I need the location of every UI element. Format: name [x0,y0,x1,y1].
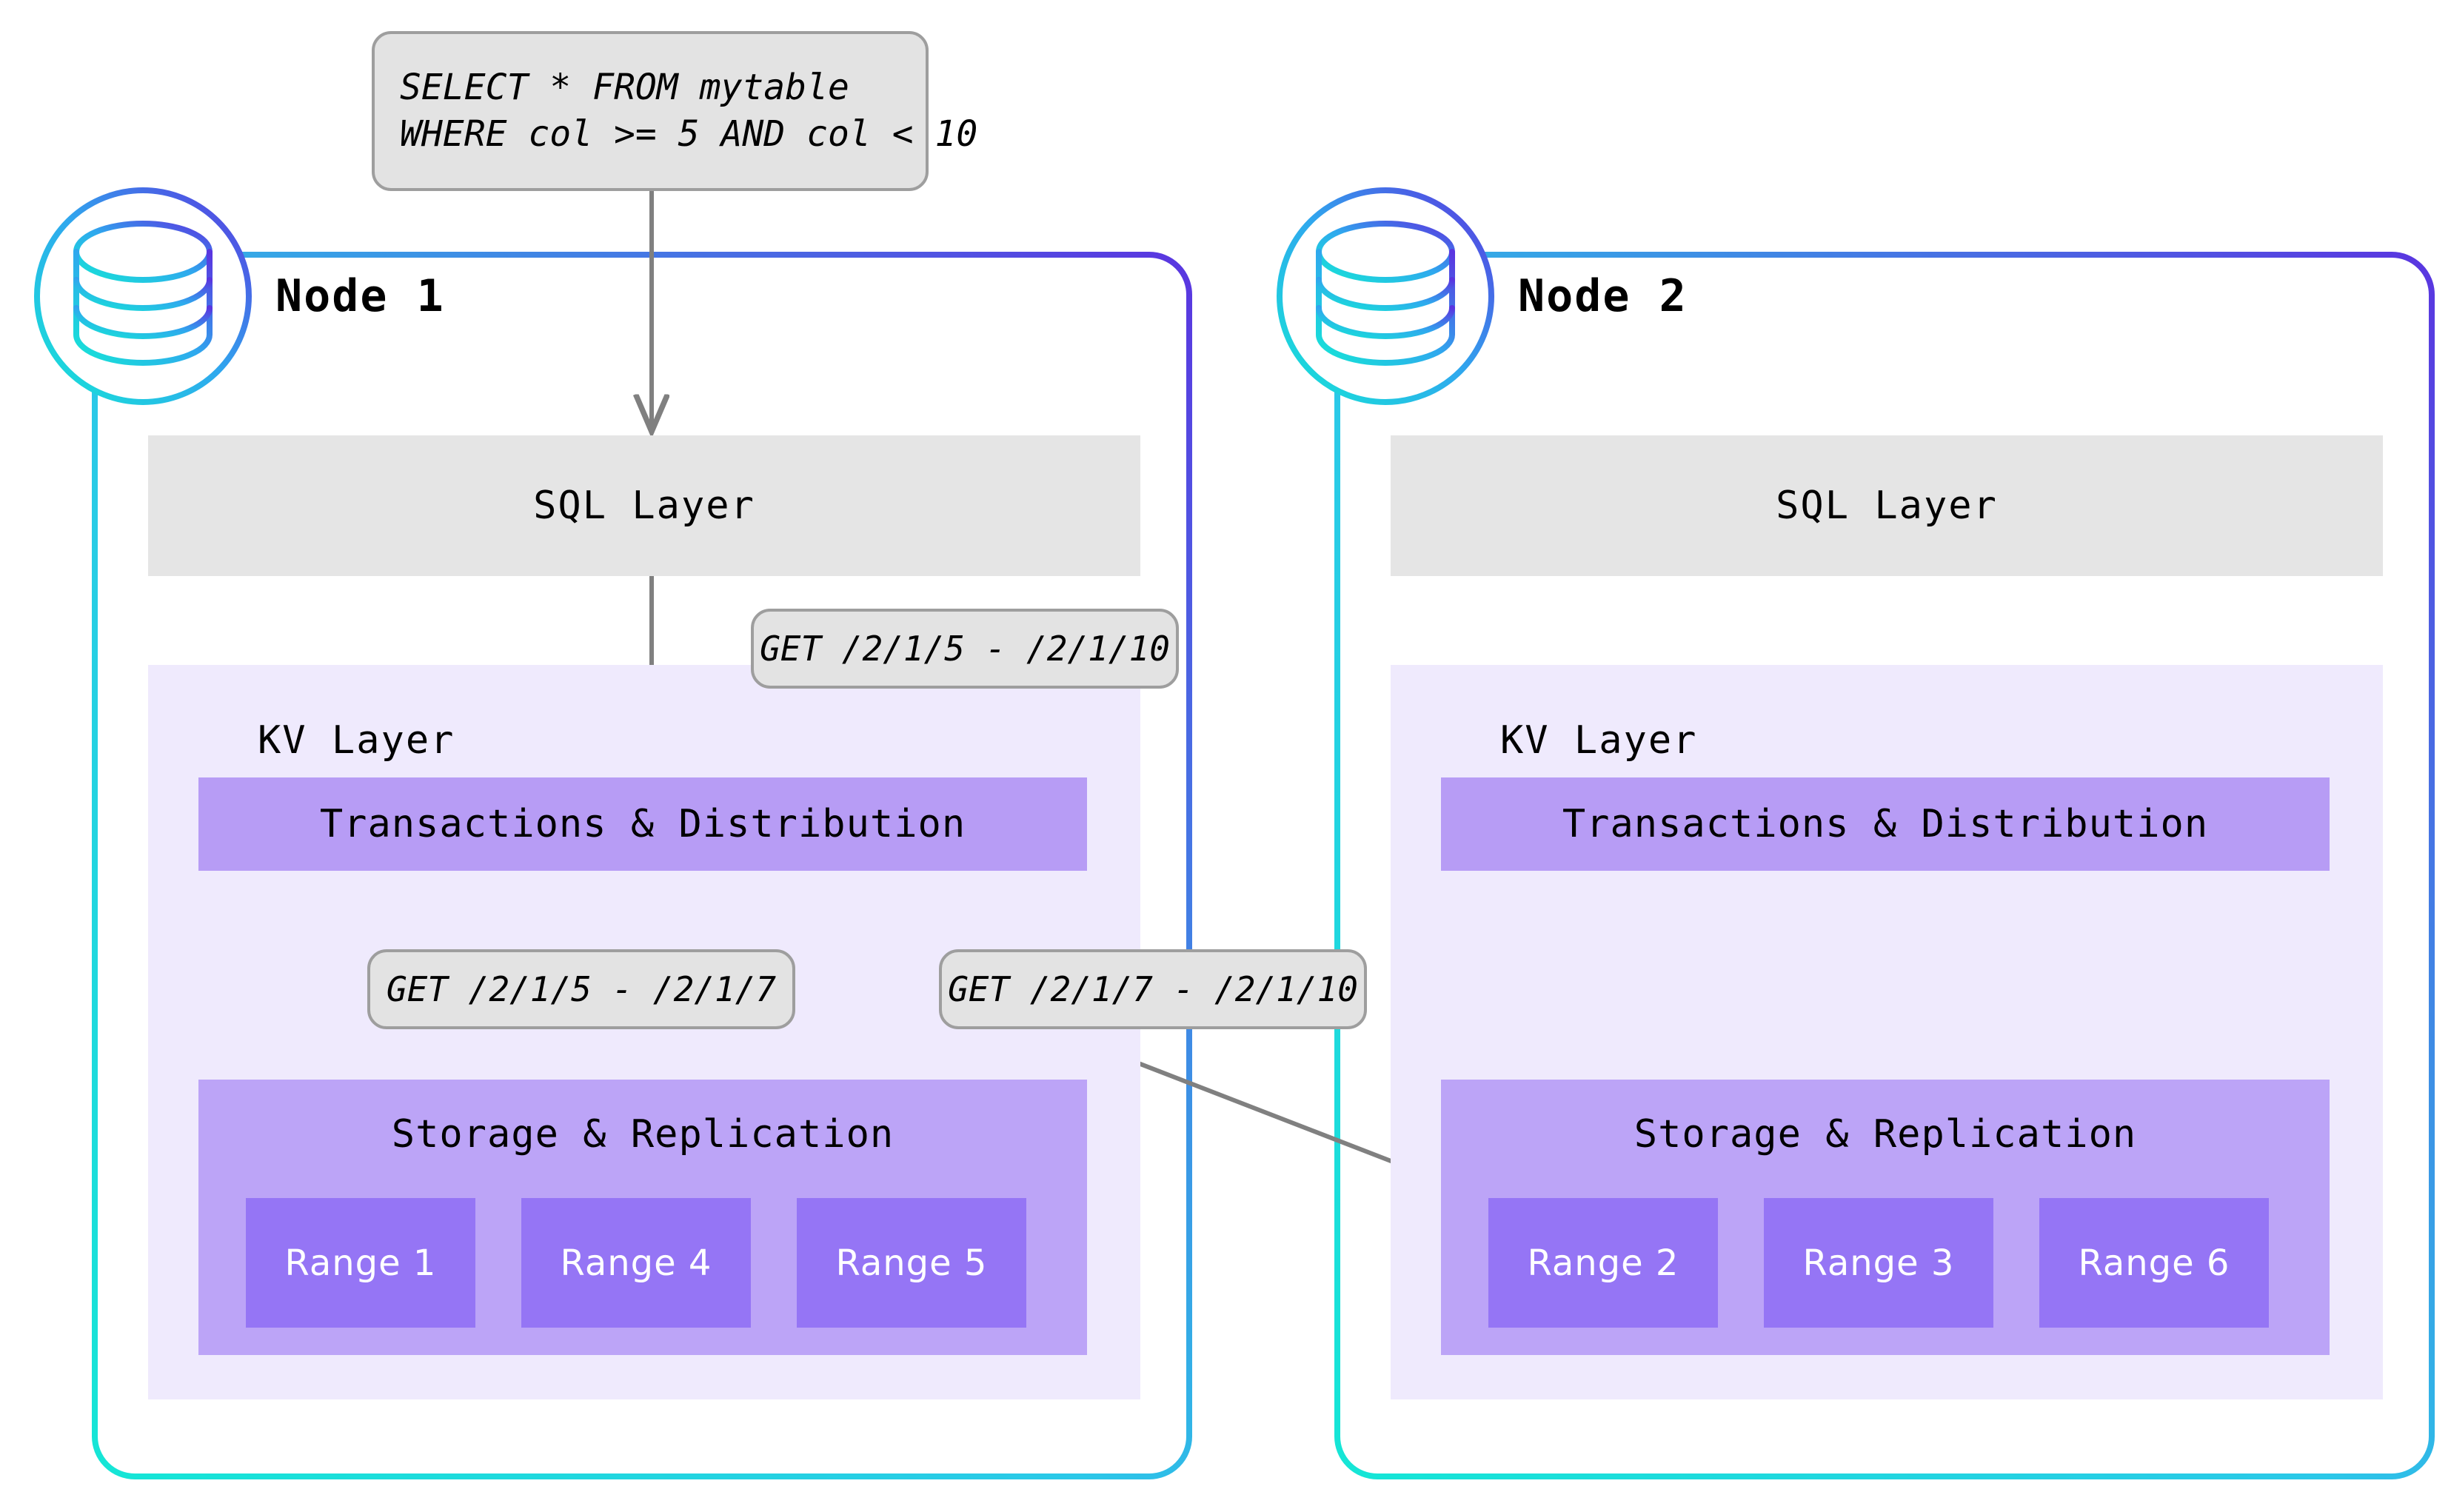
node-2-sql-layer: SQL Layer [1391,435,2383,576]
sql-query-line-2: WHERE col >= 5 AND col < 10 [400,113,978,155]
node-1-title: Node 1 [275,270,445,322]
node-1-transactions-box: Transactions & Distribution [198,777,1087,871]
range-local-request-bubble: GET /2/1/5 - /2/1/7 [367,949,795,1029]
node-2-sql-layer-label: SQL Layer [1776,484,1998,528]
node-1-kv-layer-label: KV Layer [258,718,455,763]
node-1-transactions-label: Transactions & Distribution [319,802,966,846]
kv-request-label: GET /2/1/5 - /2/1/10 [760,628,1170,669]
node-2-transactions-label: Transactions & Distribution [1562,802,2209,846]
node-1-storage-box: Storage & Replication Range 1 Range 4 Ra… [198,1080,1087,1355]
range-remote-request-label: GET /2/1/7 - /2/1/10 [948,969,1358,1009]
kv-request-bubble: GET /2/1/5 - /2/1/10 [751,609,1179,689]
sql-query-bubble: SELECT * FROM mytable WHERE col >= 5 AND… [372,31,977,191]
node-2-title: Node 2 [1518,270,1688,322]
range-local-request-label: GET /2/1/5 - /2/1/7 [386,969,777,1009]
node-1-sql-layer: SQL Layer [148,435,1140,576]
range-label: Range 1 [284,1242,437,1284]
node-1-kv-panel: KV Layer Transactions & Distribution Sto… [148,665,1140,1399]
range-label: Range 3 [1802,1242,1955,1284]
node-2-kv-layer-label: KV Layer [1500,718,1698,763]
node-1-storage-label: Storage & Replication [391,1112,895,1157]
node-1-database-icon [34,187,252,405]
range-box[interactable]: Range 4 [521,1198,751,1328]
range-label: Range 5 [835,1242,988,1284]
range-label: Range 4 [560,1242,712,1284]
node-2-transactions-box: Transactions & Distribution [1441,777,2330,871]
range-box[interactable]: Range 3 [1764,1198,1993,1328]
node-2-kv-panel: KV Layer Transactions & Distribution Sto… [1391,665,2383,1399]
node-2-range-row: Range 2 Range 3 Range 6 [1488,1198,2269,1328]
node-2-storage-label: Storage & Replication [1634,1112,2137,1157]
node-1-sql-layer-label: SQL Layer [533,484,755,528]
range-box[interactable]: Range 5 [797,1198,1026,1328]
node-2-database-icon [1277,187,1494,405]
range-remote-request-bubble: GET /2/1/7 - /2/1/10 [939,949,1367,1029]
range-box[interactable]: Range 1 [246,1198,475,1328]
range-label: Range 6 [2078,1242,2230,1284]
node-2-storage-box: Storage & Replication Range 2 Range 3 Ra… [1441,1080,2330,1355]
range-box[interactable]: Range 6 [2039,1198,2269,1328]
node-1-range-row: Range 1 Range 4 Range 5 [246,1198,1026,1328]
range-label: Range 2 [1527,1242,1679,1284]
range-box[interactable]: Range 2 [1488,1198,1718,1328]
sql-query-line-1: SELECT * FROM mytable [400,66,849,108]
